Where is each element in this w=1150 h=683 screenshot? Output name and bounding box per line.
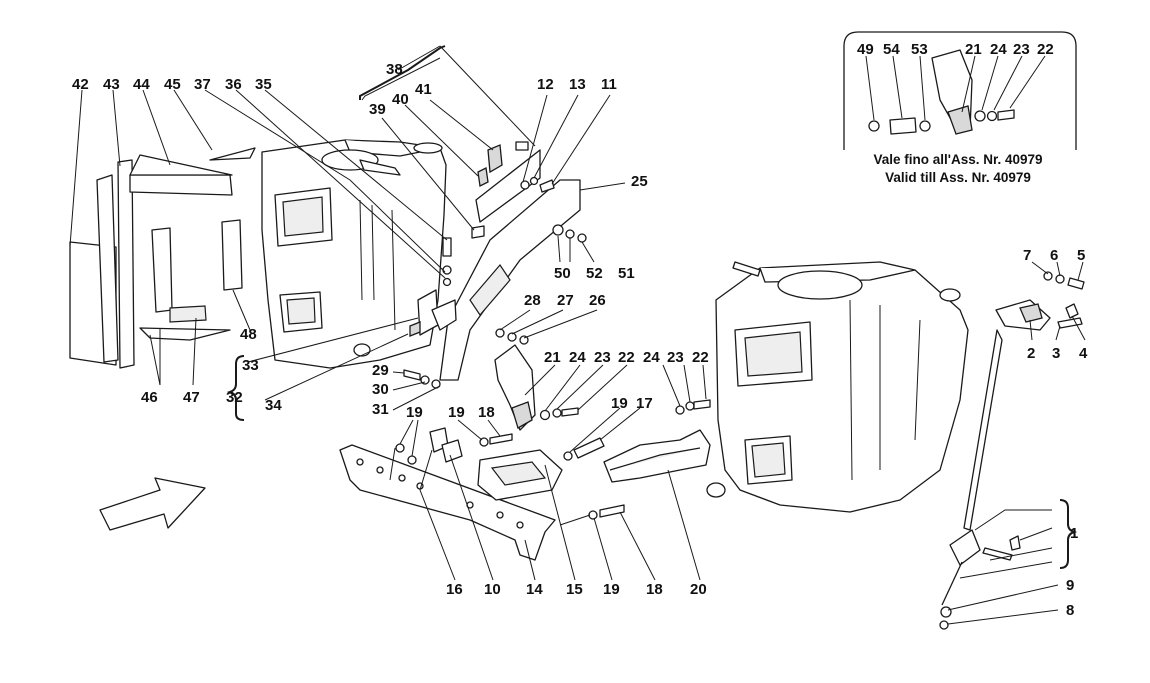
latch-rod-assembly [939,271,1085,630]
callout-30: 30 [372,381,389,398]
callout-19c: 19 [611,395,628,412]
insulation-panels [69,147,256,369]
callout-24a: 24 [569,349,586,366]
inset-labels: 49 54 53 21 24 23 22 Vale fino all'Ass. … [857,41,1054,185]
inset-note-italian: Vale fino all'Ass. Nr. 40979 [873,152,1042,167]
tank-bracket-assembly [403,141,587,389]
callout-18a: 18 [478,404,495,421]
callout-3: 3 [1052,345,1060,362]
callout-2: 2 [1027,345,1035,362]
panel-43 [96,174,119,363]
inset-callout-23: 23 [1013,41,1030,58]
strip-44 [129,174,233,196]
callout-41: 41 [415,81,432,98]
callout-19a: 19 [406,404,423,421]
callout-50: 50 [554,265,571,282]
group-braces [226,45,1078,569]
callout-51: 51 [618,265,635,282]
clip-39 [471,225,485,239]
callout-28: 28 [524,292,541,309]
callout-48: 48 [240,326,257,343]
callout-10: 10 [484,581,501,598]
callout-11: 11 [601,76,617,93]
callout-33: 33 [242,357,259,374]
pad-48 [221,219,243,291]
callout-26: 26 [589,292,606,309]
callout-44: 44 [133,76,150,93]
callout-4: 4 [1079,345,1088,362]
wedge-45 [209,147,256,161]
direction-arrow [99,477,206,531]
callout-9: 9 [1066,577,1074,594]
panel-43b [117,159,135,369]
clip-40 [477,167,489,187]
heat-shield-21 [494,344,579,431]
callout-40: 40 [392,91,409,108]
heat-shield-20 [603,399,711,483]
clip-41 [487,144,503,174]
callout-27: 27 [557,292,574,309]
callout-18b: 18 [646,581,663,598]
callout-23b: 23 [667,349,684,366]
callout-24b: 24 [643,349,660,366]
callout-39: 39 [369,101,386,118]
callout-16: 16 [446,581,463,598]
callout-32: 32 [226,389,243,406]
callout-43: 43 [103,76,120,93]
callout-6: 6 [1050,247,1058,264]
callout-5: 5 [1077,247,1085,264]
inset-callout-24: 24 [990,41,1007,58]
callout-7: 7 [1023,247,1031,264]
inset-note-english: Valid till Ass. Nr. 40979 [885,170,1031,185]
inset-callout-22: 22 [1037,41,1054,58]
inset-callout-53: 53 [911,41,928,58]
callout-25: 25 [631,173,648,190]
callout-29: 29 [372,362,389,379]
callout-19b: 19 [448,404,465,421]
callout-19d: 19 [603,581,620,598]
callout-1: 1 [1070,525,1078,542]
callout-23a: 23 [594,349,611,366]
bracket-25 [439,179,581,381]
leader-lines [69,45,1086,625]
callout-14: 14 [526,581,543,598]
inset-callout-21: 21 [965,41,982,58]
callout-34: 34 [265,397,282,414]
pad-46 [151,227,173,313]
callout-52: 52 [586,265,603,282]
callout-45: 45 [164,76,181,93]
callout-37: 37 [194,76,211,93]
callout-31: 31 [372,401,389,418]
callout-numbers: 42 43 44 45 37 36 35 38 40 41 39 12 13 1… [72,61,1088,619]
callout-22a: 22 [618,349,635,366]
inset-callout-49: 49 [857,41,874,58]
callout-15: 15 [566,581,583,598]
base-plate-14 [339,427,625,561]
callout-36: 36 [225,76,242,93]
block-47 [169,305,207,323]
plate-46 [139,327,231,341]
callout-8: 8 [1066,602,1074,619]
callout-47: 47 [183,389,200,406]
callout-21: 21 [544,349,561,366]
callout-42: 42 [72,76,89,93]
bracket-38 [475,149,541,223]
callout-13: 13 [569,76,586,93]
right-fuel-tank [706,261,969,513]
callout-35: 35 [255,76,272,93]
callout-38: 38 [386,61,403,78]
callout-46: 46 [141,389,158,406]
callout-12: 12 [537,76,554,93]
callout-20: 20 [690,581,707,598]
strip-44-top [129,154,233,176]
inset-callout-54: 54 [883,41,900,58]
callout-22b: 22 [692,349,709,366]
callout-17: 17 [636,395,653,412]
